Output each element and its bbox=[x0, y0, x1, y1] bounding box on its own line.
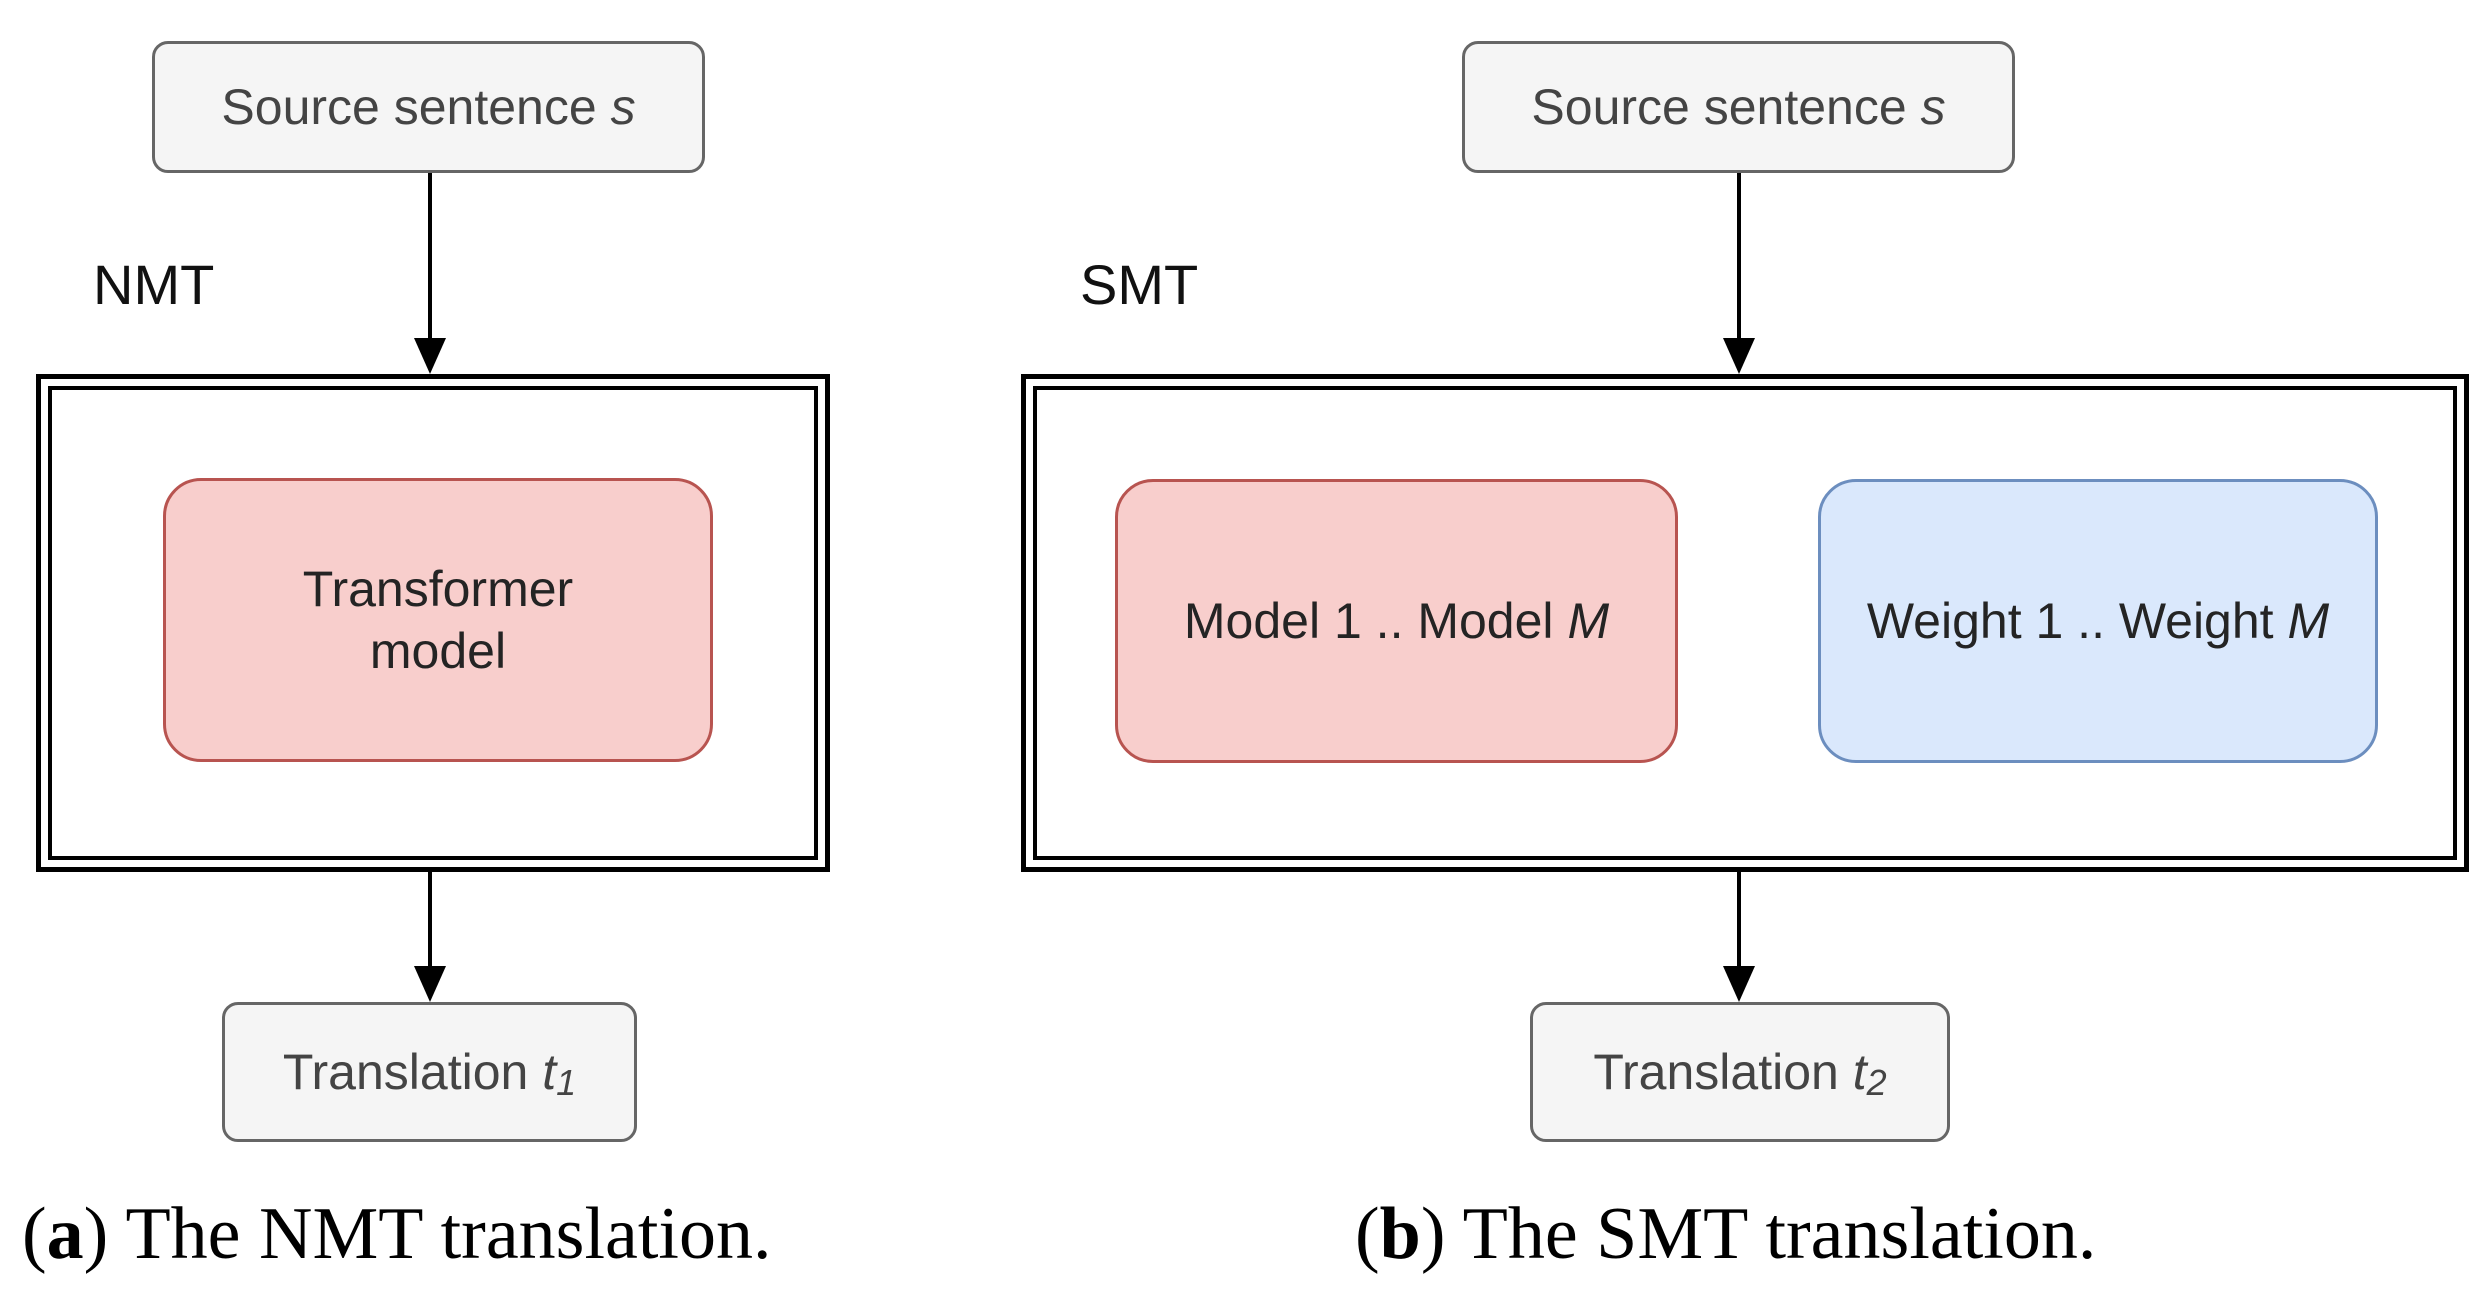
models-box: Model 1 .. Model M bbox=[1115, 479, 1678, 763]
caption-b: (b) The SMT translation. bbox=[1355, 1192, 2096, 1277]
weights-var: M bbox=[2287, 592, 2330, 649]
source-sentence-label-b: Source sentence s bbox=[1531, 78, 1945, 136]
models-text: Model 1 .. Model bbox=[1183, 592, 1568, 649]
source-sentence-text-a: Source sentence bbox=[221, 79, 611, 135]
transformer-model-box: Transformer model bbox=[163, 478, 713, 762]
arrow-smt-to-translation-line bbox=[1737, 872, 1741, 967]
caption-a: (a) The NMT translation. bbox=[22, 1192, 771, 1277]
translation-box-b: Translation t2 bbox=[1530, 1002, 1950, 1142]
caption-a-letter: a bbox=[46, 1193, 84, 1275]
arrow-source-to-nmt-line bbox=[428, 173, 432, 340]
source-sentence-box-b: Source sentence s bbox=[1462, 41, 2015, 173]
arrow-source-to-smt-head bbox=[1723, 338, 1755, 374]
caption-b-paren-open: ( bbox=[1355, 1193, 1380, 1275]
translation-label-b: Translation t2 bbox=[1593, 1043, 1887, 1104]
translation-var-a: t bbox=[542, 1044, 557, 1100]
smt-system-label: SMT bbox=[1080, 253, 1199, 316]
source-sentence-text-b: Source sentence bbox=[1531, 79, 1921, 135]
arrow-source-to-smt-line bbox=[1737, 173, 1741, 340]
arrow-source-to-nmt-head bbox=[414, 338, 446, 374]
transformer-model-label: Transformer model bbox=[303, 558, 573, 683]
nmt-system-label: NMT bbox=[93, 253, 215, 316]
nmt-container-inner-border bbox=[48, 386, 818, 860]
arrow-nmt-to-translation-head bbox=[414, 966, 446, 1002]
models-label: Model 1 .. Model M bbox=[1184, 590, 1609, 653]
caption-b-text: ) The SMT translation. bbox=[1420, 1193, 2097, 1275]
caption-b-letter: b bbox=[1379, 1193, 1421, 1275]
source-sentence-var-a: s bbox=[610, 79, 636, 135]
arrow-smt-to-translation-head bbox=[1723, 966, 1755, 1002]
translation-label-a: Translation t1 bbox=[282, 1043, 577, 1104]
source-sentence-var-b: s bbox=[1920, 79, 1946, 135]
translation-text-a: Translation bbox=[282, 1044, 543, 1100]
transformer-line2: model bbox=[369, 623, 507, 679]
transformer-line1: Transformer bbox=[302, 560, 574, 617]
translation-subscript-b: 2 bbox=[1866, 1062, 1887, 1104]
arrow-nmt-to-translation-line bbox=[428, 872, 432, 967]
weights-box: Weight 1 .. Weight M bbox=[1818, 479, 2378, 763]
models-var: M bbox=[1567, 592, 1610, 649]
smt-container-inner-border bbox=[1033, 386, 2457, 860]
translation-text-b: Translation bbox=[1593, 1044, 1853, 1100]
translation-box-a: Translation t1 bbox=[222, 1002, 637, 1142]
source-sentence-label-a: Source sentence s bbox=[221, 78, 635, 136]
caption-a-text: ) The NMT translation. bbox=[83, 1193, 772, 1275]
caption-a-paren-open: ( bbox=[22, 1193, 47, 1275]
translation-var-b: t bbox=[1852, 1044, 1867, 1100]
weights-text: Weight 1 .. Weight bbox=[1866, 592, 2288, 649]
weights-label: Weight 1 .. Weight M bbox=[1867, 590, 2329, 653]
source-sentence-box-a: Source sentence s bbox=[152, 41, 705, 173]
translation-subscript-a: 1 bbox=[556, 1062, 577, 1104]
